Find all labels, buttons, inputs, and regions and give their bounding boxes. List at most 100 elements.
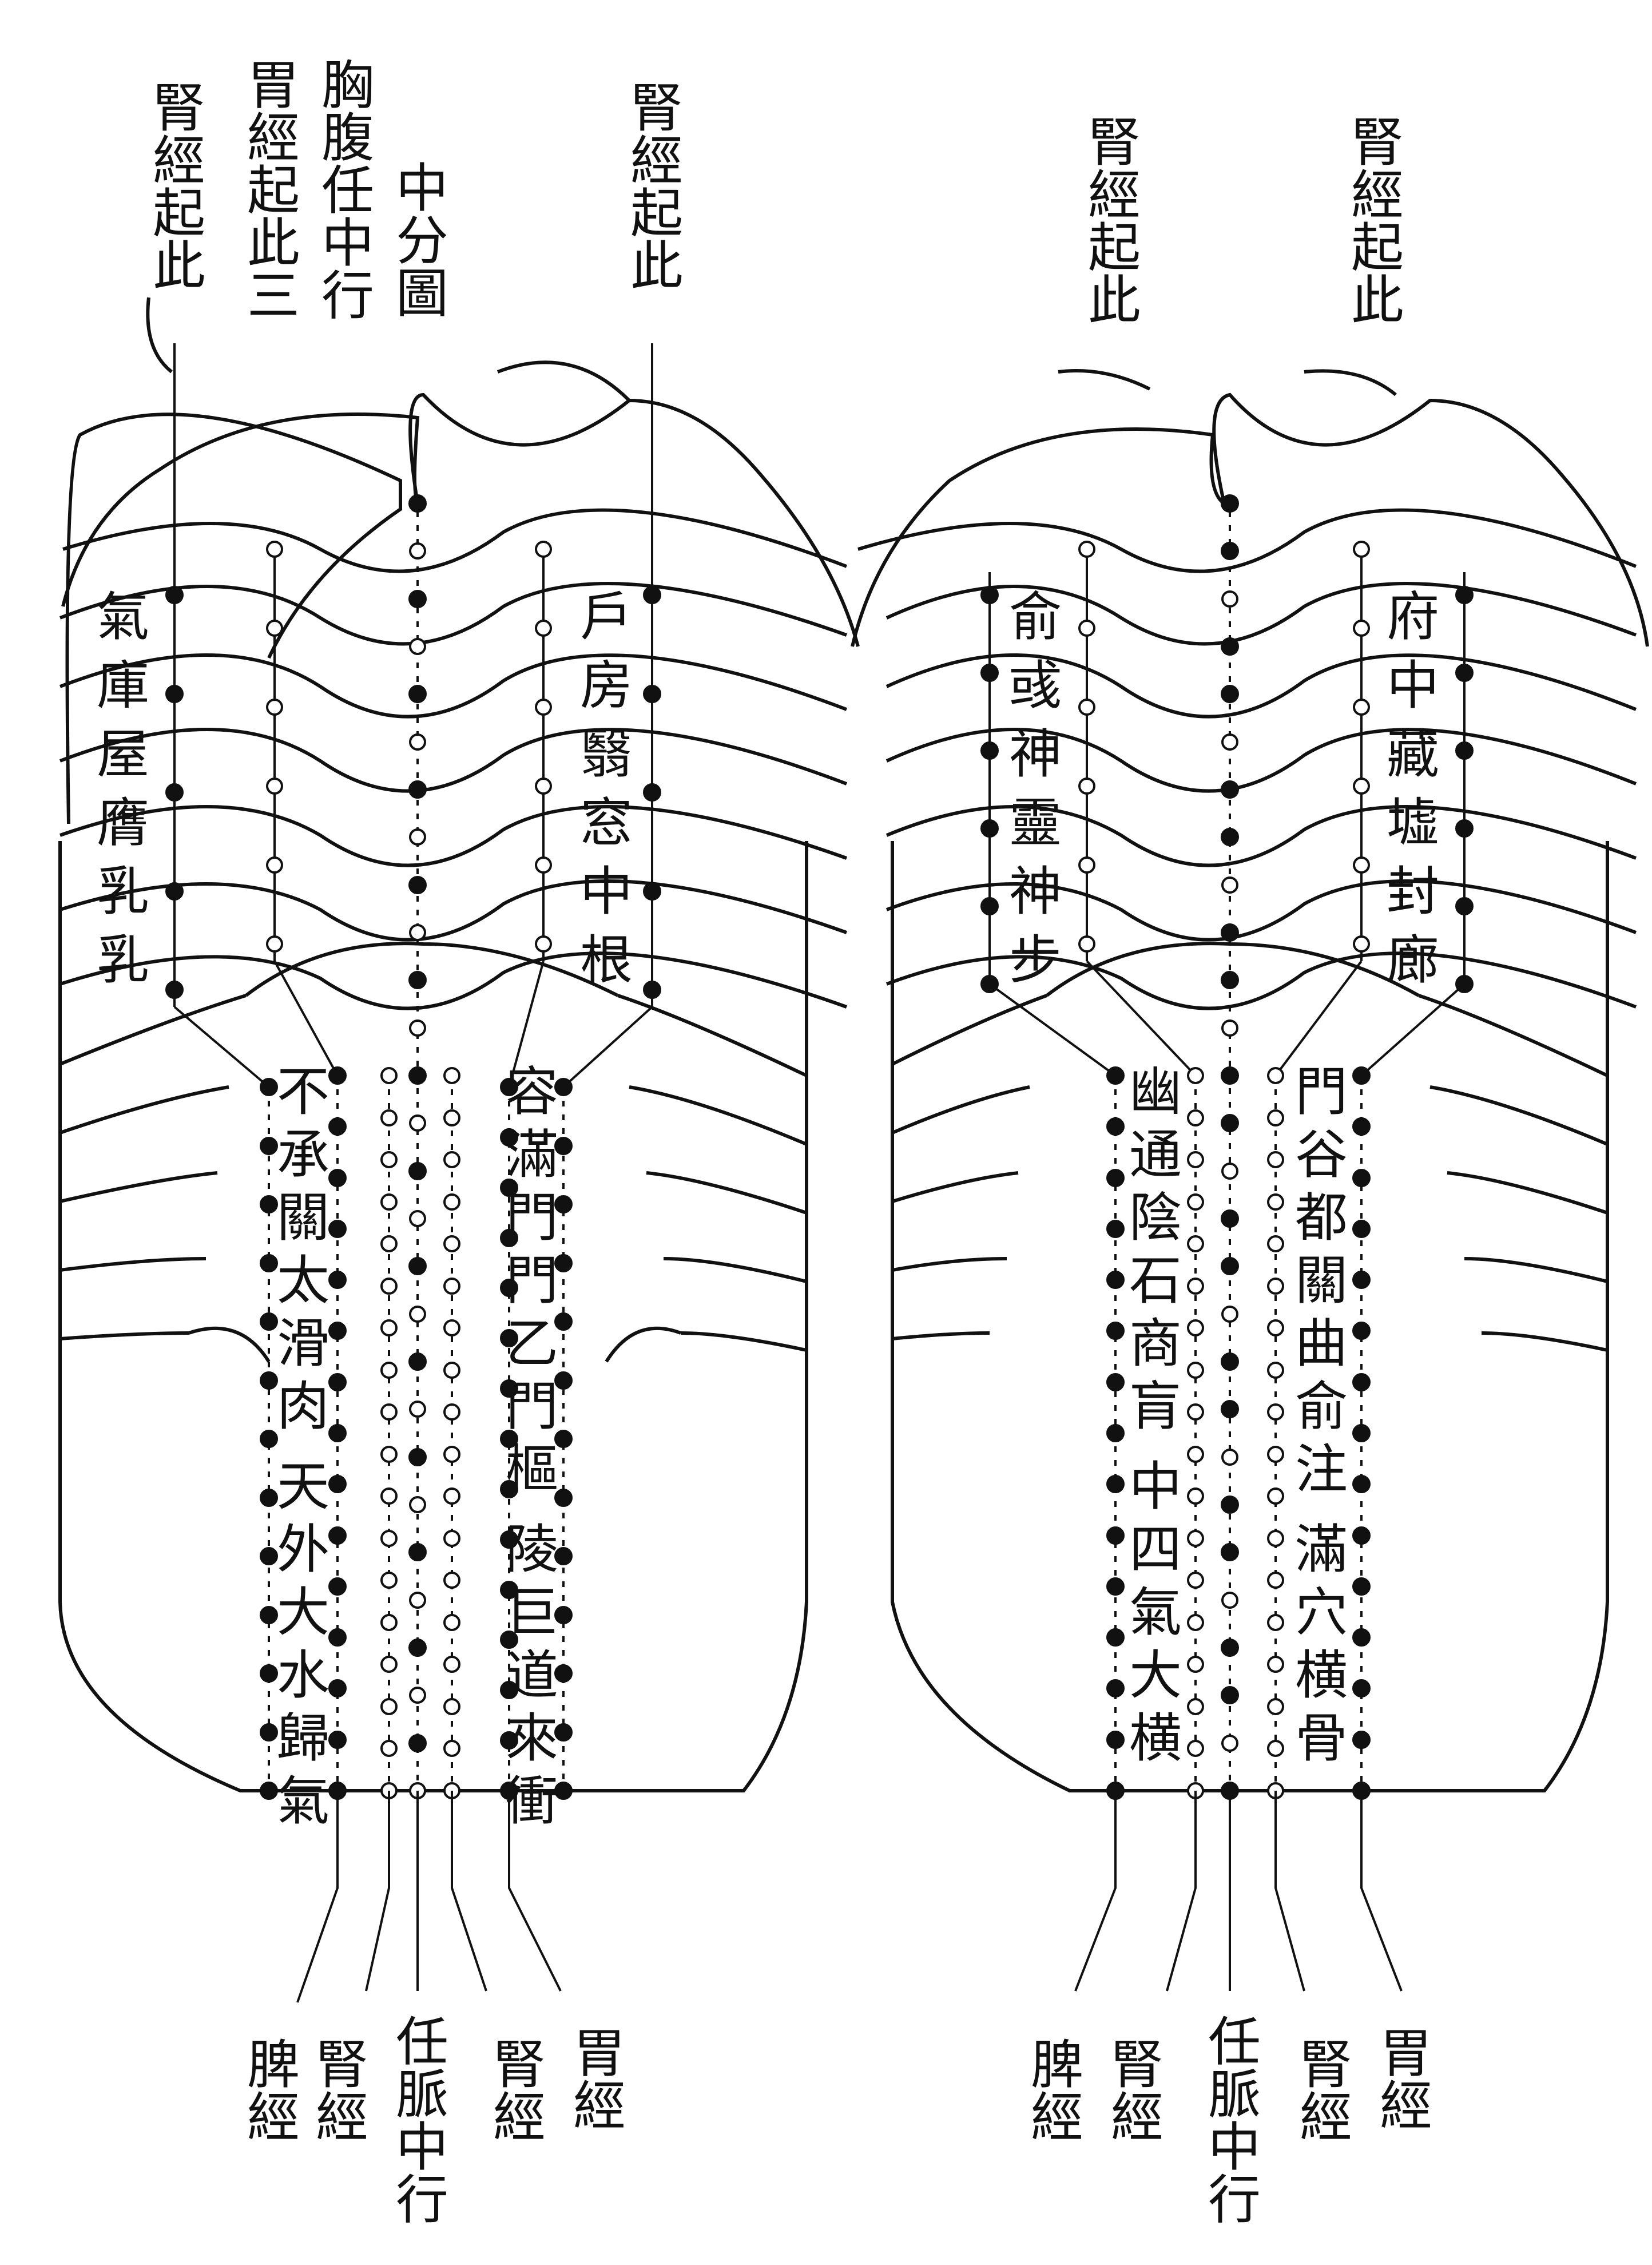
chest-point-name: 屋 (97, 724, 149, 785)
acupoint-dot (261, 1783, 277, 1799)
acupoint-dot (1222, 1401, 1238, 1417)
acupoint-dot (1268, 1068, 1283, 1083)
acupoint-dot (1353, 1170, 1369, 1186)
acupoint-dot (1456, 898, 1472, 914)
chest-point-name: 乳 (97, 930, 149, 991)
acupoint-dot (382, 1489, 396, 1504)
acupoint-dot (1222, 495, 1238, 511)
abdomen-point-name: 穴 (1295, 1582, 1348, 1643)
acupoint-dot (261, 1665, 277, 1681)
acupoint-dot (410, 1593, 425, 1608)
abdomen-point-name: 水 (277, 1645, 329, 1706)
acupoint-dot (1107, 1476, 1123, 1492)
acupoint-dot (410, 1211, 425, 1226)
right-figure (852, 371, 1647, 1991)
acupoint-dot (1268, 1531, 1283, 1546)
abdomen-point-name: 滿 (1295, 1519, 1348, 1580)
acupoint-dot (1188, 1195, 1203, 1209)
acupoint-dot (1268, 1657, 1283, 1672)
acupoint-dot (1188, 1279, 1203, 1294)
abdomen-point-name: 横 (1295, 1645, 1348, 1706)
acupoint-dot (329, 1476, 346, 1492)
acupoint-dot (1268, 1279, 1283, 1294)
acupoint-dot (982, 743, 998, 759)
acupoint-dot (329, 1272, 346, 1288)
abdomen-point-name: 樞 (506, 1439, 558, 1500)
chest-point-name: 神 (1009, 724, 1062, 785)
chest-point-name: 庫 (97, 655, 149, 716)
chest-point-name: 膺 (97, 792, 149, 854)
acupoint-dot (1188, 1741, 1203, 1756)
acupoint-dot (536, 858, 551, 872)
right-header-text: 腎經起此 腎經起此 (1079, 114, 1404, 325)
chest-point-name: 氣 (97, 586, 149, 648)
acupoint-dot (1353, 1272, 1369, 1288)
abdomen-point-name: 大 (277, 1582, 329, 1643)
left-bottom-kidney: 腎經 (307, 2037, 368, 2142)
right-bottom-channels (1075, 1791, 1401, 1991)
acupoint-dot (166, 982, 182, 998)
acupoint-dot (982, 587, 998, 603)
acupoint-dot (444, 1657, 459, 1672)
acupoint-dot (166, 587, 182, 603)
acupoint-dot (982, 665, 998, 681)
acupoint-dot (329, 1680, 346, 1696)
chest-point-name: 封 (1387, 861, 1439, 922)
acupoint-dot (410, 1307, 425, 1322)
chest-point-name: 翳 (580, 724, 633, 785)
acupoint-dot (410, 1688, 425, 1703)
acupoint-dot (1188, 1068, 1203, 1083)
chest-point-name: 府 (1387, 586, 1439, 648)
acupoint-dot (410, 639, 425, 654)
acupoint-dot (261, 1138, 277, 1154)
acupoint-dot (166, 686, 182, 702)
acupoint-dot (410, 495, 426, 511)
acupoint-dot (329, 1732, 346, 1748)
acupoint-dot (1079, 858, 1094, 872)
abdomen-point-name: 滿 (506, 1124, 558, 1185)
acupoint-dot (1353, 1118, 1369, 1135)
abdomen-point-name: 四 (1129, 1519, 1182, 1580)
acupoint-dot (410, 686, 426, 702)
acupoint-dot (982, 898, 998, 914)
abdomen-point-name: 歸 (277, 1708, 329, 1769)
chest-point-name: 神 (1009, 861, 1062, 922)
chest-point-name: 彧 (1009, 655, 1062, 716)
abdomen-point-name: 不 (277, 1061, 329, 1122)
acupoint-dot (536, 621, 551, 636)
acupoint-dot (444, 1152, 459, 1167)
abdomen-point-name: 巨 (506, 1582, 558, 1643)
acupoint-dot (1353, 1476, 1369, 1492)
acupoint-dot (1079, 621, 1094, 636)
acupoint-dot (1188, 1447, 1203, 1462)
acupoint-dot (1079, 937, 1094, 951)
acupoint-dot (261, 1490, 277, 1506)
abdomen-point-name: 關 (1295, 1250, 1348, 1311)
acupoint-dot (1268, 1152, 1283, 1167)
acupoint-dot (1222, 1354, 1238, 1370)
acupoint-dot (382, 1741, 396, 1756)
acupoint-dot (267, 621, 282, 636)
acupoint-dot (1354, 621, 1369, 636)
acupoint-dot (166, 784, 182, 800)
acupoint-dot (1222, 829, 1238, 845)
acupoint-dot (1107, 1680, 1123, 1696)
acupoint-dot (410, 1544, 426, 1560)
acupoint-dot (410, 782, 426, 798)
acupoint-dot (1222, 735, 1237, 749)
acupoint-dot (1268, 1573, 1283, 1588)
acupoint-dot (1107, 1528, 1123, 1544)
acupoint-dot (536, 542, 551, 557)
left-bottom-spleen: 脾經 (239, 2037, 300, 2142)
acupoint-dot (410, 591, 426, 607)
abdomen-point-name: 門 (506, 1187, 558, 1248)
acupoint-dot (1107, 1221, 1123, 1237)
right-fig-left-kidney-label: 腎經起此 (1079, 114, 1141, 325)
acupoint-dot (1353, 1323, 1369, 1339)
acupoint-dot (1353, 1068, 1369, 1084)
chest-point-name: 靈 (1009, 792, 1062, 854)
abdomen-point-name: 肓 (1129, 1376, 1182, 1437)
chest-point-name: 中 (580, 861, 633, 922)
abdomen-point-name: 大 (1129, 1645, 1182, 1706)
